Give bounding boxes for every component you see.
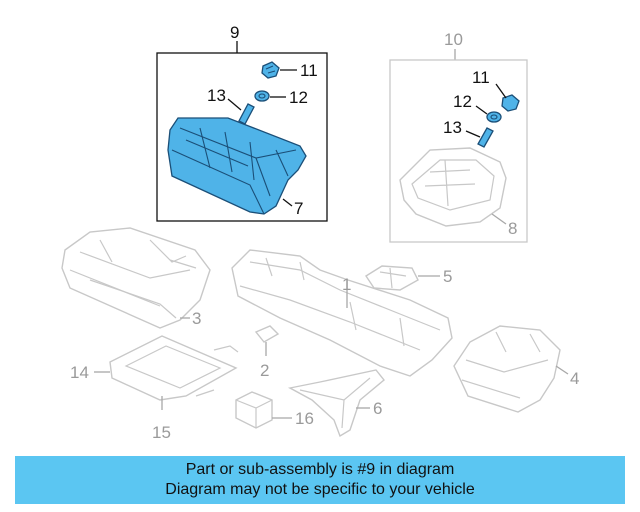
callout-5[interactable]: 5 <box>443 267 452 286</box>
callout-7[interactable]: 7 <box>294 199 303 218</box>
banner-line-1: Part or sub-assembly is #9 in diagram <box>185 461 455 478</box>
ghost-box-group: 10 11 12 13 8 <box>389 30 528 243</box>
seat-cushion-highlighted[interactable] <box>167 117 307 215</box>
clip-part-11-highlighted[interactable] <box>501 94 520 112</box>
callout-10[interactable]: 10 <box>444 30 463 49</box>
heater-mat-part-14-15[interactable] <box>109 335 239 401</box>
ring-part-12-highlighted[interactable] <box>486 111 502 123</box>
callout-12[interactable]: 12 <box>289 88 308 107</box>
callout-14[interactable]: 14 <box>70 363 89 382</box>
seat-frame-part-4[interactable] <box>453 325 561 413</box>
pad-part-2[interactable] <box>254 325 280 343</box>
callout-3[interactable]: 3 <box>192 309 201 328</box>
banner-line-2: Diagram may not be specific to your vehi… <box>165 481 475 498</box>
highlight-box-group: 9 11 12 13 7 <box>156 23 328 222</box>
info-banner: Part or sub-assembly is #9 in diagram Di… <box>15 456 625 504</box>
callout-13b[interactable]: 13 <box>443 118 462 137</box>
callout-13[interactable]: 13 <box>207 86 226 105</box>
clip-part-11[interactable] <box>261 61 280 79</box>
callout-11b[interactable]: 11 <box>472 68 490 87</box>
seat-frame-part-3[interactable] <box>61 227 211 329</box>
callout-2[interactable]: 2 <box>260 361 269 380</box>
callout-6[interactable]: 6 <box>373 399 382 418</box>
pin-part-13-highlighted[interactable] <box>477 127 494 148</box>
ghost-box <box>389 59 528 243</box>
main-frame-part-1[interactable] <box>231 249 453 377</box>
callout-4[interactable]: 4 <box>570 369 579 388</box>
bracket-part-6[interactable] <box>287 369 385 438</box>
callout-8[interactable]: 8 <box>508 219 517 238</box>
callout-9[interactable]: 9 <box>230 23 239 42</box>
seat-cushion-ghost[interactable] <box>399 147 507 227</box>
ring-part-12[interactable] <box>254 90 270 102</box>
callout-15[interactable]: 15 <box>152 423 171 442</box>
bracket-part-5[interactable] <box>365 265 419 291</box>
callout-1[interactable]: 1 <box>342 275 351 294</box>
callout-12b[interactable]: 12 <box>453 92 472 111</box>
callout-16[interactable]: 16 <box>295 409 314 428</box>
highlight-box <box>156 52 328 222</box>
pin-part-13[interactable] <box>238 103 255 125</box>
module-part-16[interactable] <box>235 391 273 429</box>
parts-diagram: 9 11 12 13 7 <box>61 23 579 442</box>
callout-11[interactable]: 11 <box>300 61 318 80</box>
